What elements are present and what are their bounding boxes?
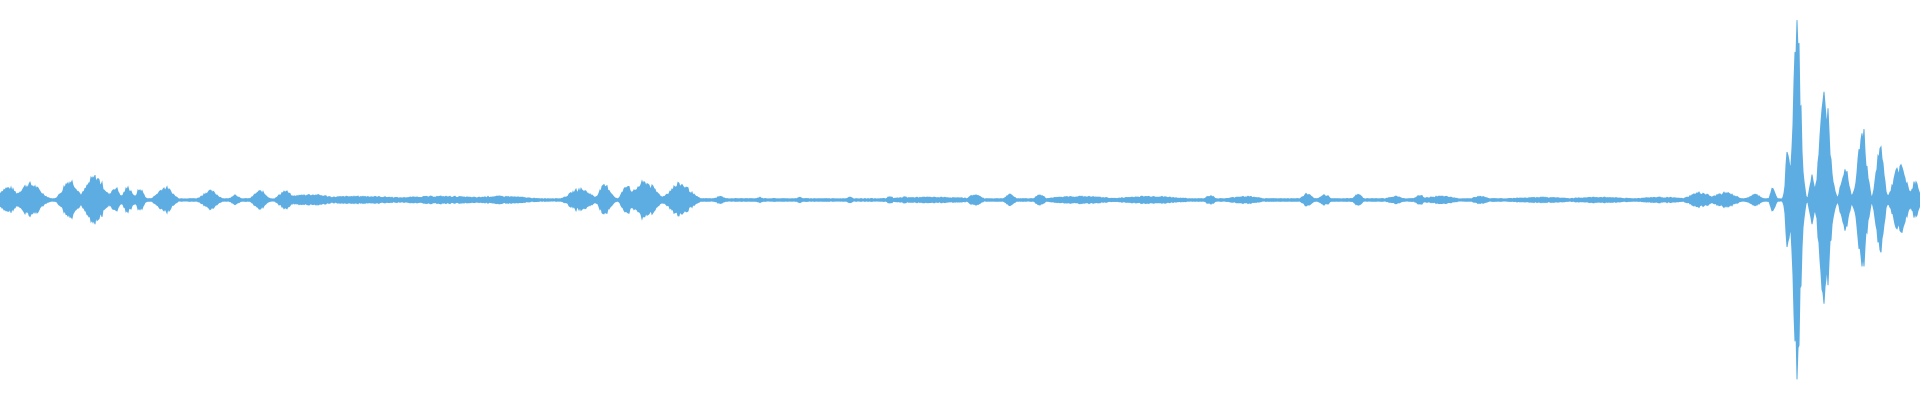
waveform-path [0,20,1920,380]
